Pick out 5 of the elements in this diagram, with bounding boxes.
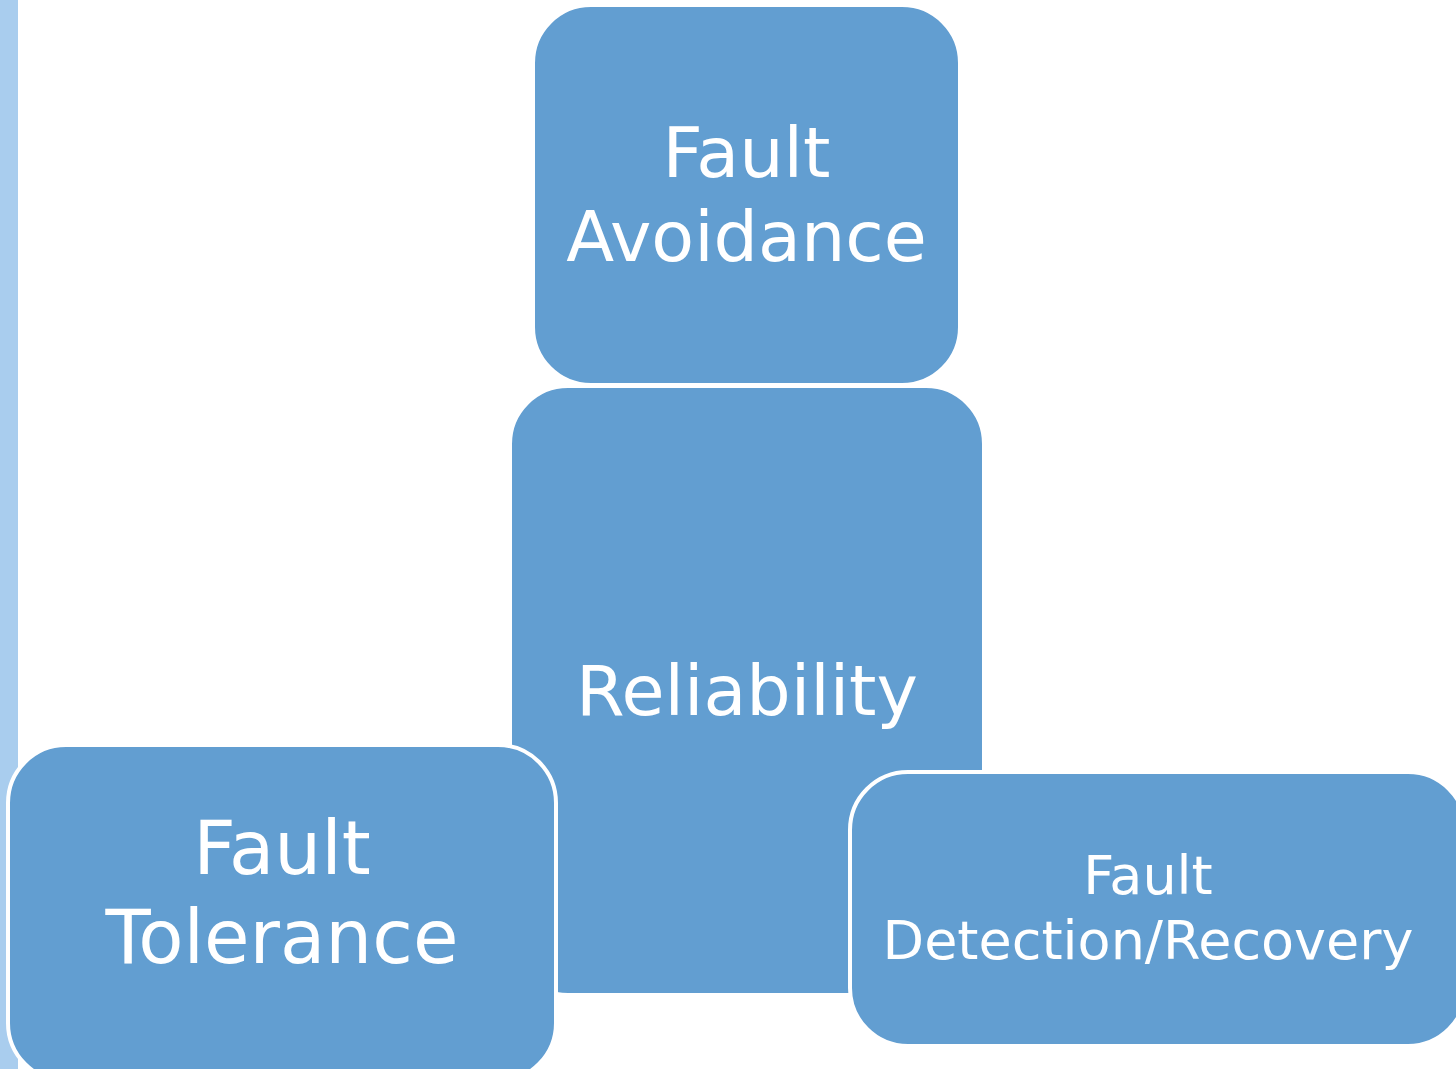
node-label: Fault Tolerance [104,804,460,982]
node-label: Fault Detection/Recovery [881,844,1415,974]
rounded-box [6,743,558,1069]
node-label: Fault Avoidance [565,111,928,279]
node-label: Reliability [576,648,918,733]
